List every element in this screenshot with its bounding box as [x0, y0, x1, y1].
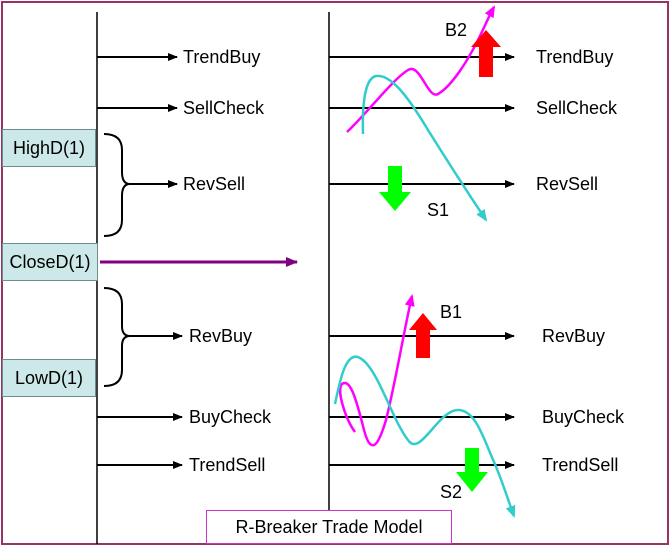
right-revsell-label: RevSell — [536, 174, 598, 194]
right-sellcheck-label: SellCheck — [536, 98, 618, 118]
right-trendsell-label: TrendSell — [542, 455, 618, 475]
s2-sell-block-arrow — [456, 448, 488, 492]
lower-cyan-price-curve — [333, 355, 516, 518]
left-revsell-label: RevSell — [183, 174, 245, 194]
right-revbuy-label: RevBuy — [542, 326, 605, 346]
highd-box: HighD(1) — [2, 129, 96, 167]
left-trendbuy-label: TrendBuy — [183, 47, 260, 67]
upper-magenta-price-curve — [346, 5, 496, 133]
left-revbuy-label: RevBuy — [189, 326, 252, 346]
signal-s2-label: S2 — [440, 482, 462, 502]
closed-box: CloseD(1) — [2, 243, 98, 281]
left-buycheck-label: BuyCheck — [189, 407, 272, 427]
right-buycheck-label: BuyCheck — [542, 407, 625, 427]
closed-label: CloseD(1) — [9, 251, 91, 272]
upper-cyan-price-curve — [361, 74, 488, 222]
lowd-box: LowD(1) — [2, 359, 96, 397]
upper-brace — [103, 133, 131, 237]
lower-brace — [103, 287, 131, 387]
signal-b1-label: B1 — [440, 302, 462, 322]
title-box: R-Breaker Trade Model — [206, 510, 452, 544]
lowd-label: LowD(1) — [14, 367, 84, 388]
left-sellcheck-label: SellCheck — [183, 98, 265, 118]
signal-s1-label: S1 — [427, 200, 449, 220]
b1-buy-block-arrow — [409, 313, 437, 358]
lower-magenta-price-curve — [338, 294, 415, 447]
left-trendsell-label: TrendSell — [189, 455, 265, 475]
signal-b2-label: B2 — [445, 20, 467, 40]
diagram-title: R-Breaker Trade Model — [235, 516, 423, 537]
right-trendbuy-label: TrendBuy — [536, 47, 613, 67]
s1-sell-block-arrow — [379, 166, 411, 211]
b2-buy-block-arrow — [471, 30, 501, 77]
highd-label: HighD(1) — [12, 137, 86, 158]
